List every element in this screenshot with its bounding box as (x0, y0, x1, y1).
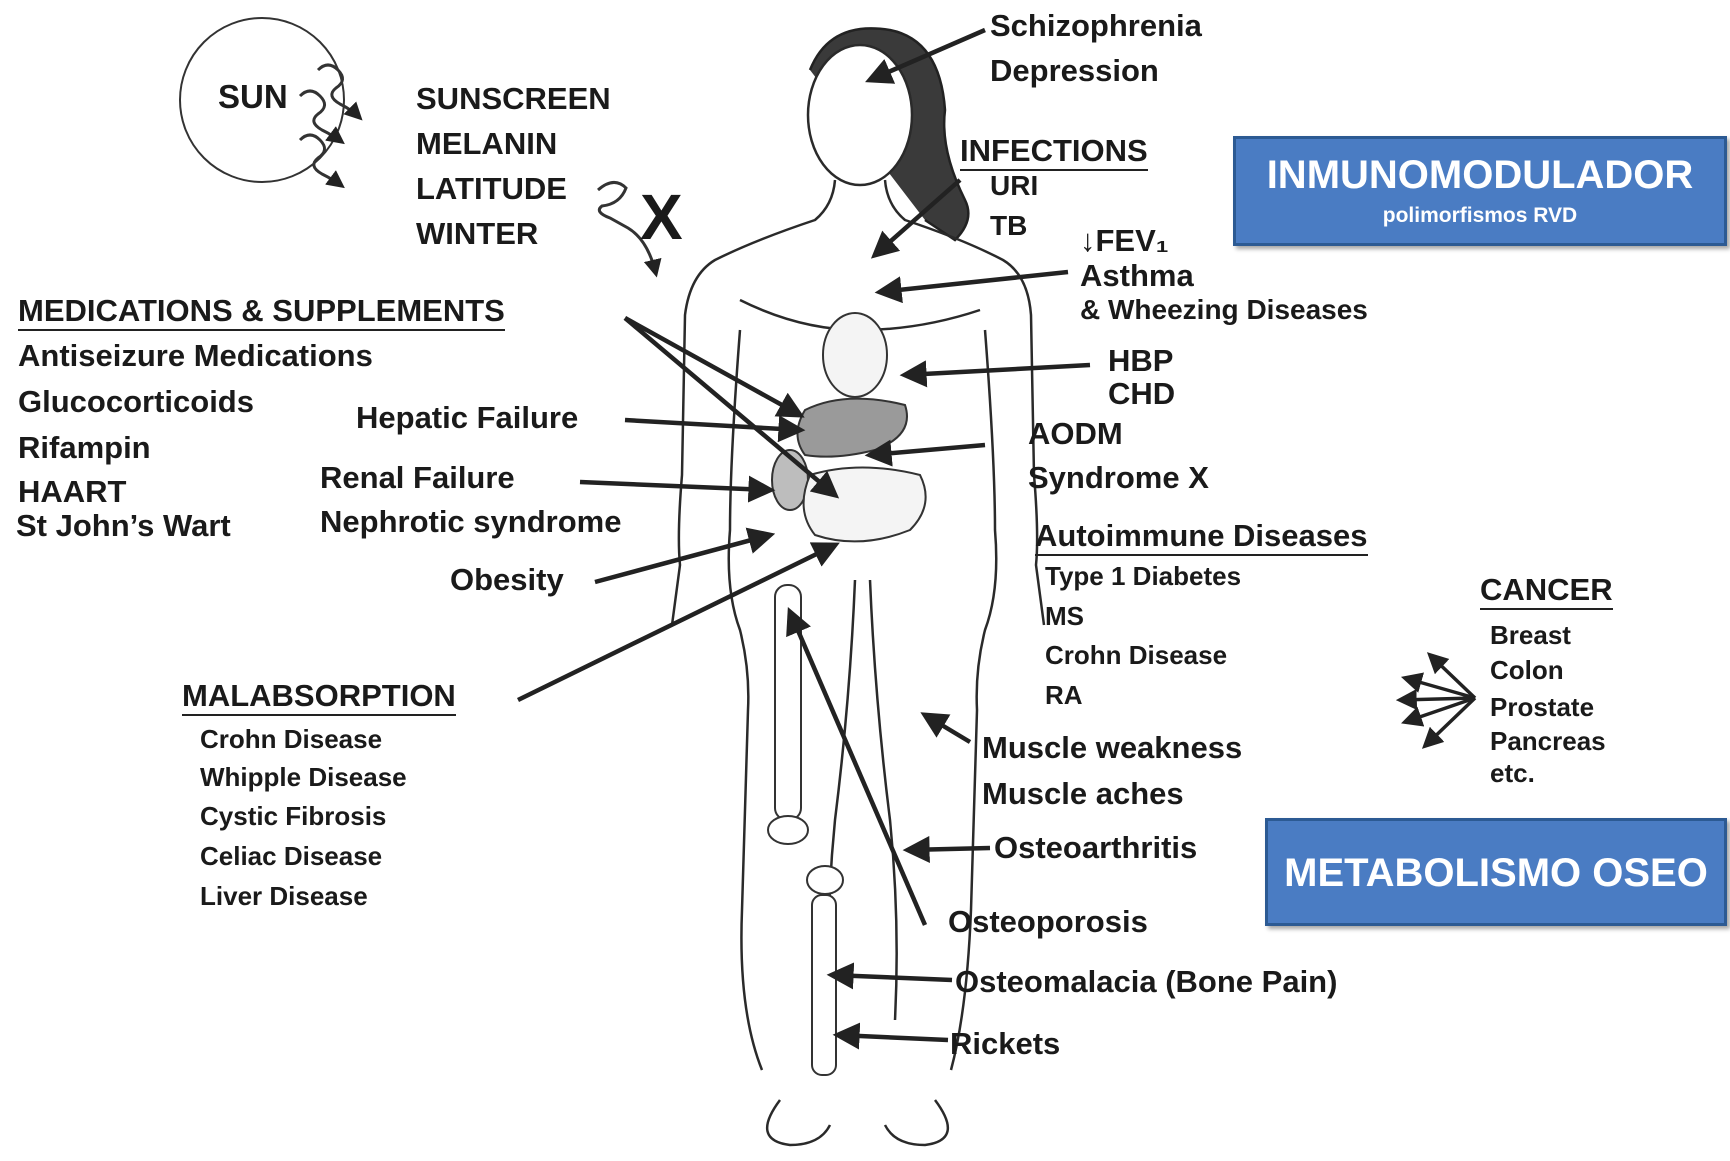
renal-failure: Renal Failure (320, 462, 515, 493)
resp-asthma: Asthma (1080, 260, 1194, 291)
med-glucocorticoids: Glucocorticoids (18, 386, 254, 417)
malabsorption-heading: MALABSORPTION (182, 680, 456, 716)
muscle-aches: Muscle aches (982, 778, 1184, 809)
autoimmune-t1d: Type 1 Diabetes (1045, 563, 1241, 589)
malabsorption-liver: Liver Disease (200, 883, 368, 909)
cancer-breast: Breast (1490, 622, 1571, 648)
infection-uri: URI (990, 172, 1038, 200)
organs-icon (772, 313, 926, 541)
infections-heading: INFECTIONS (960, 135, 1148, 171)
osteoporosis: Osteoporosis (948, 906, 1148, 937)
factor-latitude: LATITUDE (416, 173, 567, 204)
block-mark: X (640, 185, 683, 249)
hepatic-failure: Hepatic Failure (356, 402, 578, 433)
immunomodulator-subtitle: polimorfismos RVD (1236, 204, 1724, 228)
metabolic-aodm: AODM (1028, 418, 1123, 449)
malabsorption-cystic-fibrosis: Cystic Fibrosis (200, 803, 386, 829)
autoimmune-crohn: Crohn Disease (1045, 642, 1227, 668)
nephrotic-syndrome: Nephrotic syndrome (320, 506, 621, 537)
malabsorption-whipple: Whipple Disease (200, 764, 407, 790)
resp-wheezing: & Wheezing Diseases (1080, 296, 1368, 324)
cardio-chd: CHD (1108, 378, 1175, 409)
med-antiseizure: Antiseizure Medications (18, 340, 373, 371)
factor-sunscreen: SUNSCREEN (416, 83, 611, 114)
resp-fev1: ↓FEV₁ (1080, 225, 1169, 256)
med-haart: HAART (18, 476, 127, 507)
obesity: Obesity (450, 564, 564, 595)
cancer-etc: etc. (1490, 760, 1535, 786)
autoimmune-heading: Autoimmune Diseases (1035, 520, 1368, 556)
bone-metabolism-title: METABOLISMO OSEO (1268, 851, 1724, 896)
infection-tb: TB (990, 212, 1027, 240)
autoimmune-ra: RA (1045, 682, 1083, 708)
osteomalacia: Osteomalacia (Bone Pain) (955, 966, 1337, 997)
immunomodulator-title: INMUNOMODULADOR (1236, 153, 1724, 198)
metabolic-syndrome-x: Syndrome X (1028, 462, 1209, 493)
med-st-johns-wart: St John’s Wart (16, 510, 231, 541)
rickets: Rickets (950, 1028, 1060, 1059)
cancer-colon: Colon (1490, 657, 1564, 683)
medications-heading: MEDICATIONS & SUPPLEMENTS (18, 295, 505, 331)
neuro-schizophrenia: Schizophrenia (990, 10, 1202, 41)
bone-metabolism-box: METABOLISMO OSEO (1265, 818, 1727, 926)
osteoarthritis: Osteoarthritis (994, 832, 1197, 863)
immunomodulator-box: INMUNOMODULADOR polimorfismos RVD (1233, 136, 1727, 246)
cancer-heading: CANCER (1480, 574, 1613, 610)
neuro-depression: Depression (990, 55, 1159, 86)
bones-icon (768, 585, 843, 1075)
cancer-prostate: Prostate (1490, 694, 1594, 720)
malabsorption-crohn: Crohn Disease (200, 726, 382, 752)
sun-label: SUN (218, 80, 288, 113)
malabsorption-celiac: Celiac Disease (200, 843, 382, 869)
cancer-arrows (1400, 655, 1475, 746)
factor-winter: WINTER (416, 218, 538, 249)
muscle-weakness: Muscle weakness (982, 732, 1242, 763)
cardio-hbp: HBP (1108, 345, 1173, 376)
med-rifampin: Rifampin (18, 432, 151, 463)
cancer-pancreas: Pancreas (1490, 728, 1606, 754)
factor-melanin: MELANIN (416, 128, 557, 159)
autoimmune-ms: MS (1045, 603, 1084, 629)
